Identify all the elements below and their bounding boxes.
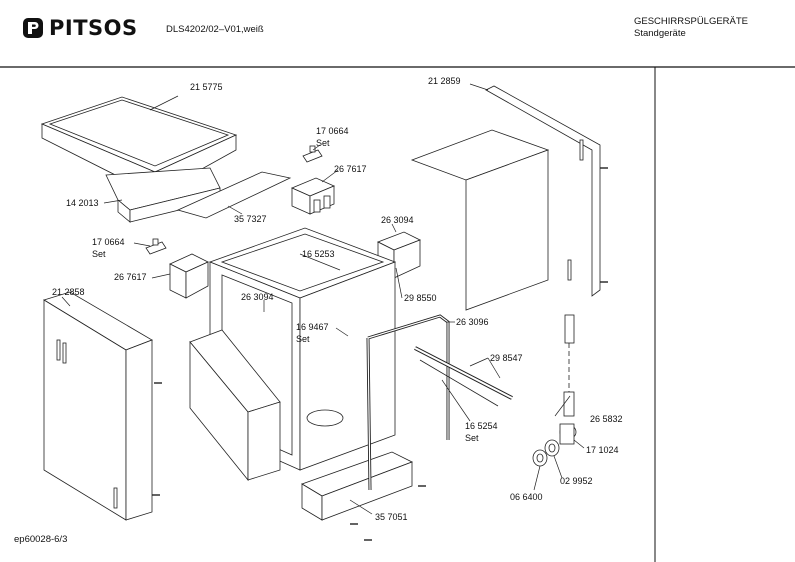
part-number-label: 21 2859 (428, 76, 461, 86)
side-panel-right-part (410, 85, 601, 311)
part-number-label: 26 7617 (114, 272, 147, 282)
bracket-part (302, 145, 323, 163)
side-panel-left-part (43, 291, 153, 521)
part-number-label: 16 9467 (296, 322, 329, 332)
hose-part (563, 314, 575, 417)
part-number-label: 29 8547 (490, 353, 523, 363)
part-number-label: 16 5254 (465, 421, 498, 431)
brand-name: PITSOS (49, 16, 138, 40)
part-number-label: 17 1024 (586, 445, 619, 455)
bracket-part (145, 238, 167, 255)
category-subtitle: Standgeräte (634, 28, 686, 39)
part-number-label: 26 3094 (241, 292, 274, 302)
category-title: GESCHIRRSPÜLGERÄTE (634, 16, 749, 27)
door-panel-part (189, 329, 281, 482)
part-number-label: Set (316, 138, 330, 148)
part-number-label: 06 6400 (510, 492, 543, 502)
valve-part (559, 423, 577, 445)
part-number-label: Set (296, 334, 310, 344)
part-number-labels: 21 5775 17 0664 Set 26 7617 14 2013 35 7… (52, 76, 623, 522)
part-number-label: 21 2858 (52, 287, 85, 297)
part-number-label: 29 8550 (404, 293, 437, 303)
part-number-label: Set (465, 433, 479, 443)
control-module-part (169, 253, 209, 299)
drawing-id: ep60028-6/3 (14, 534, 68, 545)
kick-plate-part (301, 451, 413, 521)
part-number-label: 26 3094 (381, 215, 414, 225)
model-number: DLS4202/02–V01,weiß (166, 24, 264, 35)
washer-hole (536, 453, 544, 463)
part-number-label: 26 5832 (590, 414, 623, 424)
brand-emblem-icon (23, 18, 43, 38)
strip-part (176, 171, 292, 219)
part-number-label: 02 9952 (560, 476, 593, 486)
brand-logo: PITSOS (22, 16, 138, 40)
part-number-label: 26 7617 (334, 164, 367, 174)
washer-hole (548, 443, 556, 453)
part-number-label: 35 7051 (375, 512, 408, 522)
part-number-label: 14 2013 (66, 198, 99, 208)
part-number-label: 35 7327 (234, 214, 267, 224)
spray-arm-part (414, 346, 513, 407)
part-number-label: 17 0664 (316, 126, 349, 136)
part-number-label: Set (92, 249, 106, 259)
control-module-part (290, 177, 336, 215)
part-number-label: 21 5775 (190, 82, 223, 92)
part-number-label: 16 5253 (302, 249, 335, 259)
part-number-label: 26 3096 (456, 317, 489, 327)
part-number-label: 17 0664 (92, 237, 125, 247)
dispenser-part (377, 231, 421, 279)
